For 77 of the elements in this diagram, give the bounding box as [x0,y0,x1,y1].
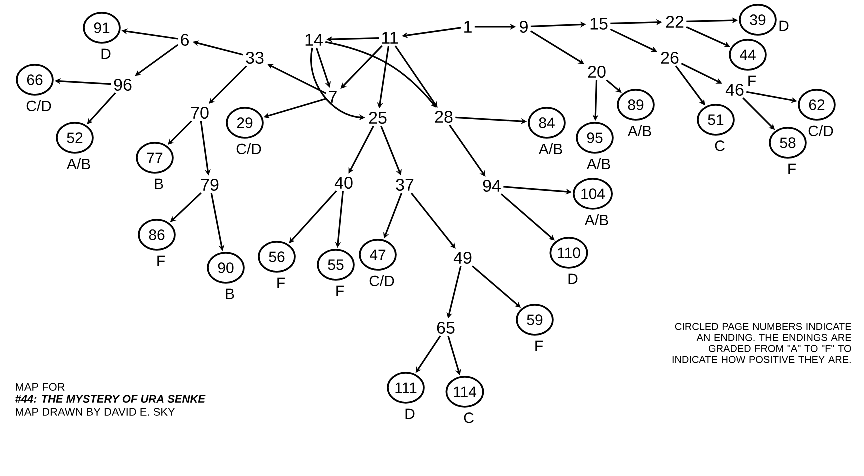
circled-page-number: 56 [258,241,296,273]
arrow [394,46,438,108]
page-number: 26 [661,52,679,64]
grade-label: C/D [808,126,834,136]
circled-page-number: 59 [516,304,554,336]
page-number: 20 [588,66,606,78]
circled-page-number: 104 [573,178,614,210]
grade-label: C [715,140,725,152]
grade-label: F [536,340,543,352]
grade-label: F [748,76,756,86]
page-number: 6 [181,34,189,46]
circled-page-number: 90 [207,252,245,284]
grade-label: C/D [26,100,52,112]
page-number: 70 [191,106,209,120]
grade-label: B [226,288,234,300]
circled-page-number: 89 [617,89,655,121]
grade-label: C [464,412,474,424]
circled-page-number: 39 [739,4,777,36]
circled-page-number: 29 [226,107,264,139]
page-number: 1 [464,21,472,33]
circled-page-number: 52 [56,122,94,154]
page-number: 28 [435,110,453,124]
page-number: 46 [726,84,744,96]
arrow [530,30,584,64]
circled-page-number: 84 [528,107,566,139]
circled-page-number: 111 [387,372,425,404]
grade-label: A/B [584,214,608,226]
page-number: 9 [520,20,528,34]
circled-page-number: 66 [16,64,54,96]
circled-page-number: 55 [317,249,355,281]
grade-label: F [278,278,285,288]
grade-label: F [788,164,796,174]
grade-label: D [568,274,578,284]
arrow [449,124,486,177]
page-number: 33 [246,52,264,64]
grade-label: D [102,48,111,60]
circled-page-number: 86 [138,219,176,251]
grade-label: D [406,408,415,420]
credit-text: #44: THE MYSTERY OF URA SENKE [16,395,206,403]
grade-label: A/B [586,158,610,170]
grade-label: B [155,178,164,190]
page-number: 7 [329,91,337,103]
note-text: CIRCLED PAGE NUMBERS INDICATE AN ENDING. THE ENDINGS ARE GRADED FROM "A" TO "F" TO INDICATE HOW POSITIVE THEY ARE. [672,323,852,364]
circled-page-number: 91 [83,12,121,44]
circled-page-number: 58 [769,127,807,159]
circled-page-number: 110 [550,237,588,269]
grade-label: A/B [538,144,562,154]
page-number: 22 [666,16,684,28]
page-number: 25 [369,112,387,124]
page-number: 37 [396,178,414,192]
circled-page-number: 47 [359,239,397,271]
arrow [410,192,456,249]
grade-label: F [158,256,165,266]
grade-label: C/D [370,275,394,286]
circled-page-number: 51 [697,104,735,136]
circled-page-number: 95 [576,122,614,154]
circled-page-number: 44 [729,39,767,71]
grade-label: F [336,286,344,296]
grade-label: D [780,20,789,32]
circled-page-number: 77 [136,142,174,174]
circled-page-number: 114 [446,376,484,408]
page-number: 11 [382,32,398,44]
page-number: 94 [483,180,501,192]
page-number: 14 [306,34,323,46]
page-number: 65 [437,322,455,334]
page-number: 79 [201,178,219,192]
circled-page-number: 62 [798,89,836,121]
credit-text: MAP DRAWN BY DAVID E. SKY [16,408,176,416]
grade-label: A/B [628,126,652,136]
page-number: 15 [590,18,608,30]
page-number: 96 [114,78,132,92]
credit-text: MAP FOR [16,383,65,391]
page-number: 40 [334,176,353,190]
arrow [500,194,555,241]
page-number: 49 [454,252,472,264]
grade-label: C/D [236,144,262,154]
grade-label: A/B [66,158,90,170]
